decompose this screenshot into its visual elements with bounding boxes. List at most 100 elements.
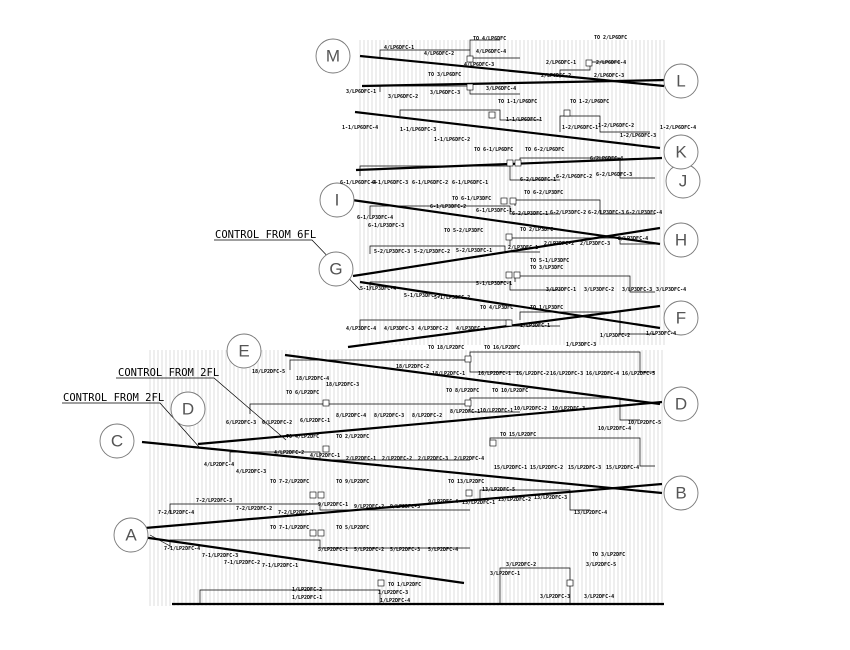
circuit-label: 10/LP2DFC-2 xyxy=(514,406,547,412)
circuit-label: 1/LP3DFC-1 xyxy=(520,323,550,329)
labels-c-b: TO 7-2/LP2DFC TO 9/LP2DFC TO 13/LP2DFC 7… xyxy=(158,479,607,516)
circuit-label: 13/LP2DFC-1 xyxy=(462,500,495,506)
circuit-label: 2/LP3DFC-2 xyxy=(544,241,574,247)
circuit-label: 5-1/LP3DFC-1 xyxy=(476,281,512,287)
circuit-label: TO 6-1/LP3DFC xyxy=(452,196,491,202)
circuit-label: TO 3/LP6DFC xyxy=(428,72,461,78)
circuit-label: 3/LP2DFC-5 xyxy=(586,562,616,568)
circuit-label: 6-2/LP6DFC-1 xyxy=(520,177,556,183)
grid-label-a: A xyxy=(125,526,137,545)
circuit-label: 6-1/LP3DFC-2 xyxy=(430,204,466,210)
grid-label-b: B xyxy=(675,484,686,503)
circuit-label: 3/LP6DFC-2 xyxy=(388,94,418,100)
circuit-label: 3/LP3DFC-4 xyxy=(656,287,686,293)
circuit-label: TO 1/LP2DFC xyxy=(388,582,421,588)
circuit-label: TO 2/LP2DFC xyxy=(336,434,369,440)
circuit-label: 8/LP2DFC-1 xyxy=(450,409,480,415)
grid-bubble-g xyxy=(318,251,354,287)
circuit-label: 6-1/LP6DFC-4 xyxy=(340,180,376,186)
circuit-label: 8/LP2DFC-3 xyxy=(374,413,404,419)
circuit-label: TO 1/LP3DFC xyxy=(530,305,563,311)
circuit-label: 1/LP2DFC-1 xyxy=(292,595,322,601)
circuit-label: 16/LP2DFC-5 xyxy=(622,371,655,377)
circuit-label: TO 2/LP3DFC xyxy=(520,227,553,233)
grid-bubble-m xyxy=(315,38,351,74)
circuit-label: 6-1/LP3DFC-1 xyxy=(476,208,512,214)
grid-bubble-i xyxy=(319,182,355,218)
circuit-label: 16/LP2DFC-1 xyxy=(478,371,511,377)
circuit-label: 13/LP2DFC-3 xyxy=(534,495,567,501)
circuit-label: 3/LP3DFC-3 xyxy=(622,287,652,293)
circuit-label: 10/LP2DFC-5 xyxy=(628,420,661,426)
grid-label-d-right: D xyxy=(675,395,687,414)
circuit-label: 18/LP2DFC-4 xyxy=(296,376,329,382)
circuit-label: 6-2/LP3DFC-2 xyxy=(550,210,586,216)
circuit-label: 2/LP6DFC-4 xyxy=(596,60,626,66)
grid-bubble-c xyxy=(99,423,135,459)
circuit-label: TO 13/LP2DFC xyxy=(448,479,484,485)
circuit-label: 2/LP3DFC-4 xyxy=(618,236,648,242)
panel-boxes xyxy=(309,55,593,587)
circuit-label: 5-2/LP3DFC-2 xyxy=(414,249,450,255)
labels-l-k: TO 1-1/LP6DFC TO 1-2/LP6DFC 1-1/LP6DFC-1… xyxy=(342,99,696,143)
control-note-2fl-lower: CONTROL FROM 2FL xyxy=(63,392,164,404)
circuit-label: 9/LP2DFC-3 xyxy=(390,504,420,510)
labels-k-i: TO 6-1/LP6DFC TO 6-2/LP6DFC 6-1/LP6DFC-4… xyxy=(340,147,662,229)
circuit-label: 6-2/LP3DFC-3 xyxy=(588,210,624,216)
circuit-label: 6-1/LP3DFC-4 xyxy=(357,215,393,221)
circuit-label: 3/LP6DFC-1 xyxy=(346,89,376,95)
grid-label-j: J xyxy=(679,172,688,191)
control-note-6fl: CONTROL FROM 6FL xyxy=(215,229,316,241)
circuit-label: 6-2/LP6DFC-2 xyxy=(556,174,592,180)
circuit-label: TO 3/LP2DFC xyxy=(592,552,625,558)
circuit-label: 5/LP2DFC-1 xyxy=(318,547,348,553)
labels-m-l: TO 4/LP6DFC 4/LP6DFC-1 4/LP6DFC-2 4/LP6D… xyxy=(346,35,627,100)
circuit-label: 9/LP2DFC-2 xyxy=(354,504,384,510)
circuit-label: 7-1/LP2DFC-4 xyxy=(164,546,200,552)
circuit-label: 2/LP2DFC-2 xyxy=(382,456,412,462)
circuit-label: 5-1/LP3DFC-4 xyxy=(360,286,396,292)
circuit-label: 4/LP3DFC-2 xyxy=(418,326,448,332)
circuit-label: 1-1/LP6DFC-4 xyxy=(342,125,378,131)
circuit-label: 1/LP3DFC-4 xyxy=(646,331,676,337)
circuit-label: 1-2/LP6DFC-4 xyxy=(660,125,696,131)
grid-label-c: C xyxy=(111,432,123,451)
circuit-label: 7-2/LP2DFC-3 xyxy=(196,498,232,504)
circuit-label: 10/LP2DFC-4 xyxy=(598,426,631,432)
circuit-label: TO 2/LP6DFC xyxy=(594,35,627,41)
circuit-label: 4/LP3DFC-1 xyxy=(456,326,486,332)
circuit-label: 6-1/LP6DFC-1 xyxy=(452,180,488,186)
circuit-label: TO 6-1/LP6DFC xyxy=(474,147,513,153)
grid-label-f: F xyxy=(676,309,686,328)
circuit-label: 16/LP2DFC-2 xyxy=(516,371,549,377)
circuit-label: 2/LP6DFC-3 xyxy=(594,73,624,79)
circuit-label: 15/LP2DFC-4 xyxy=(606,465,639,471)
circuit-label: 18/LP2DFC-1 xyxy=(432,371,465,377)
circuit-label: 2/LP6DFC-2 xyxy=(541,73,571,79)
circuit-label: 1/LP3DFC-3 xyxy=(566,342,596,348)
grid-label-e: E xyxy=(238,342,249,361)
circuit-label: TO 18/LP2DFC xyxy=(428,345,464,351)
circuit-label: 1/LP2DFC-4 xyxy=(380,598,410,604)
circuit-label: 5/LP2DFC-3 xyxy=(390,547,420,553)
circuit-label: 3/LP2DFC-2 xyxy=(506,562,536,568)
circuit-label: 3/LP3DFC-1 xyxy=(546,287,576,293)
grid-bubble-a xyxy=(113,517,149,553)
grid-bubble-f xyxy=(663,300,699,336)
grid-bubble-d-right xyxy=(663,386,699,422)
circuit-label: 18/LP2DFC-2 xyxy=(396,364,429,370)
grid-bubbles: A B C D D E F G H I J K L M xyxy=(99,38,701,553)
circuit-label: 4/LP2DFC-2 xyxy=(274,450,304,456)
circuit-label: 5-2/LP3DFC-3 xyxy=(374,249,410,255)
circuit-label: 6/LP2DFC-3 xyxy=(226,420,256,426)
circuit-label: TO 15/LP2DFC xyxy=(500,432,536,438)
circuit-label: TO 10/LP2DFC xyxy=(492,388,528,394)
circuit-label: 13/LP2DFC-2 xyxy=(498,497,531,503)
circuit-label: 1/LP2DFC-3 xyxy=(378,590,408,596)
circuit-label: TO 5-2/LP3DFC xyxy=(444,228,483,234)
circuit-label: TO 5/LP2DFC xyxy=(336,525,369,531)
circuit-label: 1-2/LP6DFC-1 xyxy=(562,125,598,131)
circuit-label: 7-1/LP2DFC-1 xyxy=(262,563,298,569)
circuit-label: 3/LP6DFC-3 xyxy=(430,90,460,96)
